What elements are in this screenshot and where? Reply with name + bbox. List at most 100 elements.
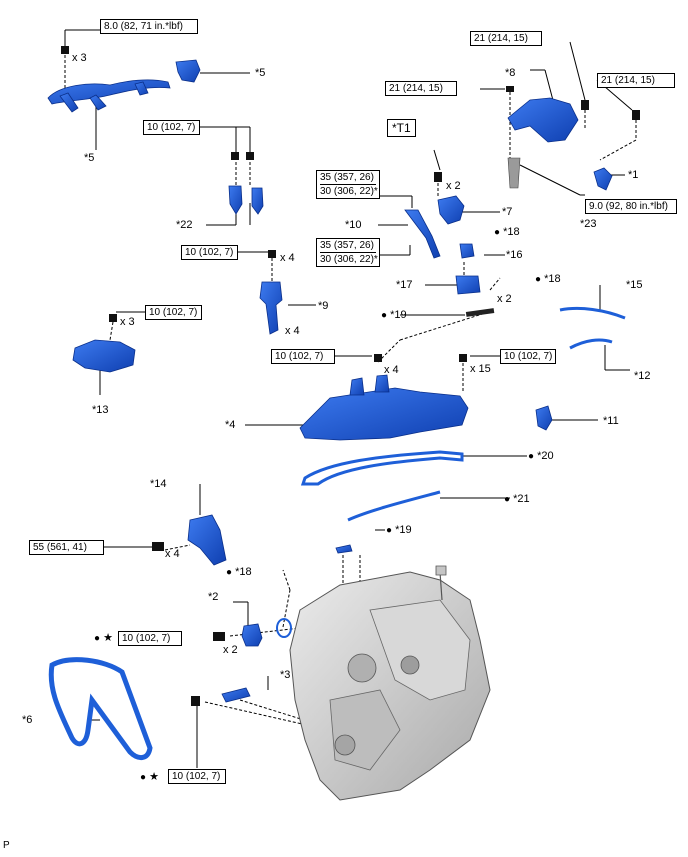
quantity-label: x 4 bbox=[384, 364, 399, 376]
part-16 bbox=[459, 243, 475, 259]
torque-label: 10 (102, 7) bbox=[271, 349, 335, 364]
quantity-label: x 2 bbox=[223, 644, 238, 656]
part-3 bbox=[221, 687, 251, 703]
part-number: *20 bbox=[537, 450, 554, 462]
torque-label: 21 (214, 15) bbox=[597, 73, 675, 88]
part-18-oring bbox=[276, 618, 292, 638]
part-10 bbox=[404, 209, 441, 259]
torque-label: 21 (214, 15) bbox=[470, 31, 542, 46]
torque-value: 35 (357, 26) bbox=[320, 171, 376, 185]
torque-label: 8.0 (82, 71 in.*lbf) bbox=[100, 19, 198, 34]
part-14-bracket bbox=[187, 514, 227, 566]
torque-label: 10 (102, 7) bbox=[118, 631, 182, 646]
dashed-lines bbox=[64, 55, 637, 729]
footer-code: P bbox=[3, 840, 10, 851]
dot-marker: ● bbox=[94, 633, 101, 644]
part-label: ● *18 bbox=[226, 566, 252, 579]
torque-label-pair: 35 (357, 26) 30 (306, 22)* bbox=[316, 170, 380, 199]
torque-value: 35 (357, 26) bbox=[320, 239, 376, 253]
part-label: *4 bbox=[225, 419, 236, 431]
quantity-label: x 2 bbox=[446, 180, 461, 192]
part-2 bbox=[241, 623, 263, 647]
dot-marker: ● bbox=[386, 525, 393, 536]
part-label: *15 bbox=[626, 279, 643, 291]
part-label: *8 bbox=[505, 67, 516, 79]
part-9-ignition-coil bbox=[259, 281, 283, 335]
part-23-spring bbox=[507, 157, 521, 189]
blue-parts bbox=[47, 59, 626, 703]
torque-label: 10 (102, 7) bbox=[168, 769, 226, 784]
torque-label-pair: 35 (357, 26) 30 (306, 22)* bbox=[316, 238, 380, 267]
part-label: *17 bbox=[396, 279, 413, 291]
torque-label: 21 (214, 15) bbox=[385, 81, 457, 96]
tool-box: *T1 bbox=[387, 119, 416, 137]
part-label: *13 bbox=[92, 404, 109, 416]
part-19-rod bbox=[465, 308, 495, 317]
part-label: ● *18 bbox=[494, 226, 520, 239]
part-label: *11 bbox=[603, 415, 619, 427]
part-number: *18 bbox=[503, 226, 520, 238]
part-number: *18 bbox=[544, 273, 561, 285]
dot-marker: ● bbox=[504, 494, 511, 505]
part-label: *2 bbox=[208, 591, 219, 603]
dot-marker: ● bbox=[528, 451, 535, 462]
torque-label: 55 (561, 41) bbox=[29, 540, 104, 555]
part-label: ● *20 bbox=[528, 450, 554, 463]
dot-marker: ● bbox=[535, 274, 542, 285]
torque-label: 9.0 (92, 80 in.*lbf) bbox=[585, 199, 677, 214]
part-11 bbox=[535, 405, 553, 431]
torque-label: 10 (102, 7) bbox=[181, 245, 238, 260]
part-22-sensor-a bbox=[228, 185, 243, 215]
dot-marker: ● bbox=[494, 227, 501, 238]
dot-marker: ● bbox=[226, 567, 233, 578]
part-label: ● *18 bbox=[535, 273, 561, 286]
quantity-label: x 4 bbox=[285, 325, 300, 337]
part-1 bbox=[593, 167, 613, 191]
torque-label: 10 (102, 7) bbox=[145, 305, 202, 320]
marker-group: ● ★ bbox=[140, 771, 159, 784]
part-label: *9 bbox=[318, 300, 329, 312]
quantity-label: x 3 bbox=[72, 52, 87, 64]
part-19 bbox=[335, 544, 353, 554]
part-number: *19 bbox=[395, 524, 412, 536]
part-number: *19 bbox=[390, 309, 407, 321]
quantity-label: x 2 bbox=[497, 293, 512, 305]
star-marker: ★ bbox=[103, 632, 113, 644]
part-label: *7 bbox=[502, 206, 513, 218]
quantity-label: x 3 bbox=[120, 316, 135, 328]
engine-assembly bbox=[289, 565, 491, 801]
part-label: ● *19 bbox=[381, 309, 407, 322]
part-number: *18 bbox=[235, 566, 252, 578]
part-label: *16 bbox=[506, 249, 523, 261]
part-number: *21 bbox=[513, 493, 530, 505]
part-22-sensor-b bbox=[251, 187, 264, 215]
part-label: *22 bbox=[176, 219, 193, 231]
part-5-bracket bbox=[175, 59, 201, 83]
part-label: *5 bbox=[84, 152, 95, 164]
quantity-label: x 4 bbox=[165, 548, 180, 560]
part-7 bbox=[437, 195, 465, 225]
part-6-belt bbox=[48, 657, 153, 760]
part-4-head-cover bbox=[299, 387, 469, 441]
torque-value: 30 (306, 22)* bbox=[320, 254, 378, 265]
part-label: *10 bbox=[345, 219, 362, 231]
part-13 bbox=[72, 339, 136, 373]
torque-label: 10 (102, 7) bbox=[143, 120, 200, 135]
torque-value: 30 (306, 22)* bbox=[320, 186, 378, 197]
bolts bbox=[61, 46, 640, 706]
part-label: *14 bbox=[150, 478, 167, 490]
part-label: *6 bbox=[22, 714, 33, 726]
torque-label: 10 (102, 7) bbox=[500, 349, 556, 364]
part-label: ● *21 bbox=[504, 493, 530, 506]
dot-marker: ● bbox=[381, 310, 388, 321]
part-label: *3 bbox=[280, 669, 291, 681]
star-marker: ★ bbox=[149, 771, 159, 783]
part-label: ● *19 bbox=[386, 524, 412, 537]
part-label: *23 bbox=[580, 218, 597, 230]
part-8-cover bbox=[507, 97, 579, 143]
part-label: *1 bbox=[628, 169, 639, 181]
part-17 bbox=[455, 275, 481, 295]
dot-marker: ● bbox=[140, 772, 147, 783]
